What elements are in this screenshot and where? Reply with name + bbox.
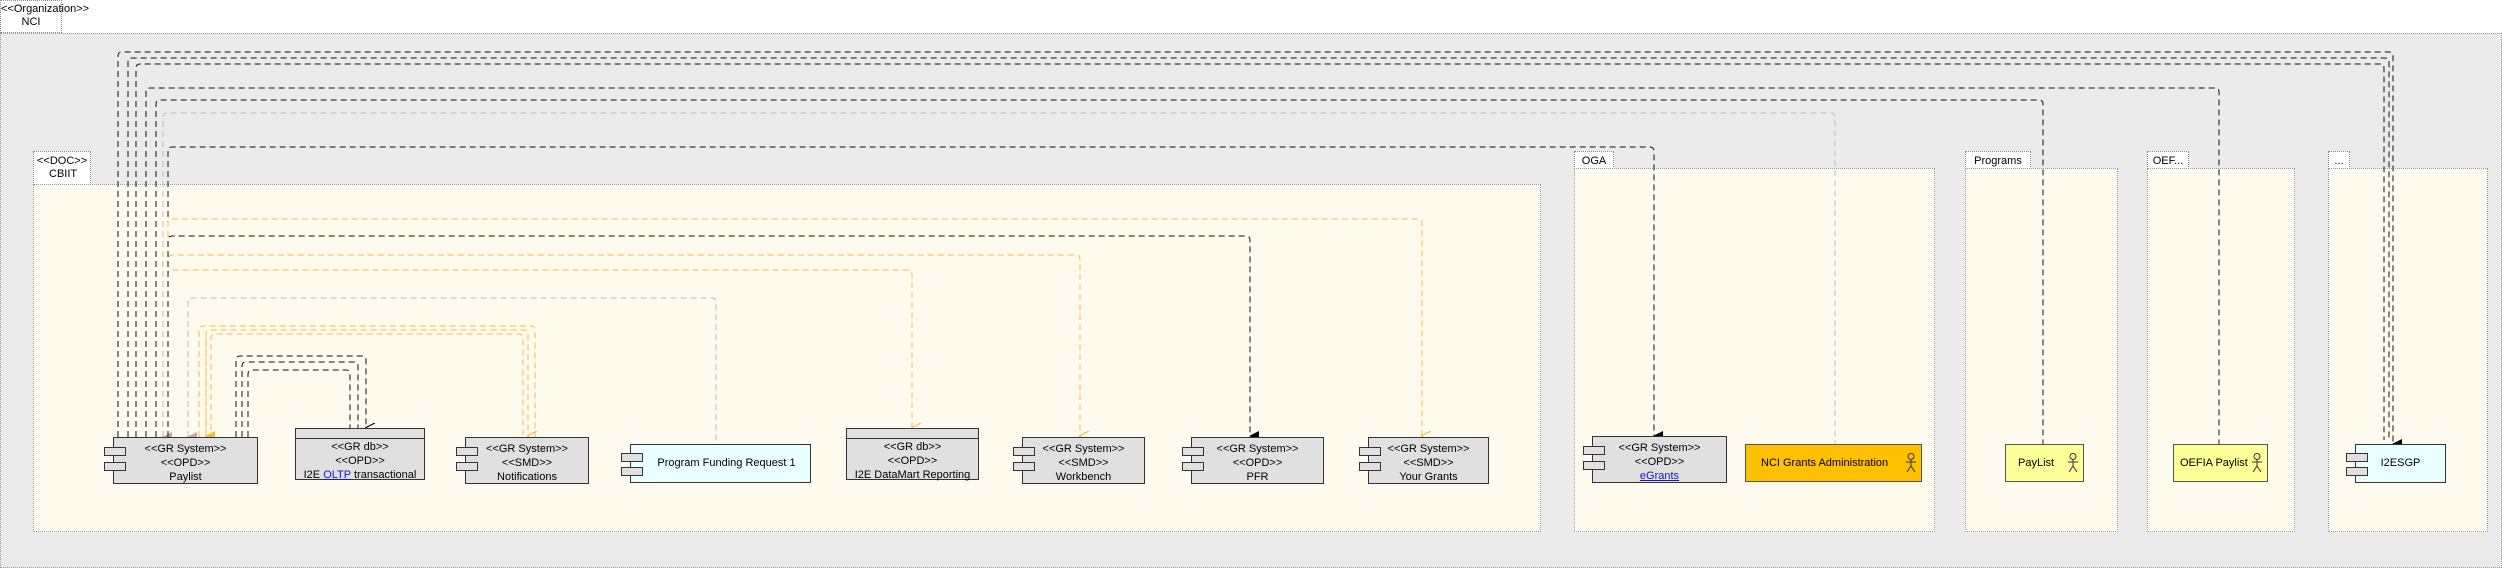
link-paylist-i2esgp-inner: [127, 57, 2390, 440]
link-paylist-workbench: [167, 254, 1080, 437]
i2e-db-stereotype: <<GR db>>: [331, 441, 389, 453]
component-icon: [621, 453, 643, 462]
component-icon: [104, 462, 126, 471]
i2e-datamart-table[interactable]: <<GR db>> <<OPD>> I2E DataMart Reporting: [846, 428, 979, 481]
notifications-name: Notifications: [497, 471, 557, 483]
actor-icon: [2252, 453, 2262, 473]
actor-icon: [1906, 453, 1916, 473]
egrants-component[interactable]: <<GR System>> <<OPD>> eGrants: [1583, 436, 1727, 483]
oefia-name: OEFIA Paylist: [2180, 457, 2248, 469]
datamart-stereotype: <<GR db>>: [883, 441, 942, 453]
notifications-component[interactable]: <<GR System>> <<SMD>> Notifications: [456, 437, 589, 484]
link-paylist-programs: [155, 99, 2044, 444]
pfr-stereotype: <<GR System>>: [1216, 443, 1299, 455]
workbench-component[interactable]: <<GR System>> <<SMD>> Workbench: [1013, 437, 1145, 484]
link-paylist-i2edb-1: [235, 355, 366, 437]
pfr-name: PFR: [1246, 471, 1269, 483]
component-icon: [456, 462, 478, 471]
oltp-link[interactable]: OLTP: [323, 469, 351, 481]
component-icon: [1013, 462, 1035, 471]
egrants-stereotype: <<GR System>>: [1618, 442, 1701, 454]
component-icon: [104, 447, 126, 456]
program-funding-request-1[interactable]: Program Funding Request 1: [621, 444, 811, 483]
paylist-stereotype-2: <<OPD>>: [160, 457, 211, 469]
i2e-db-table[interactable]: <<GR db>> <<OPD>> I2E OLTP transactional: [295, 428, 425, 482]
egrants-name[interactable]: eGrants: [1639, 470, 1680, 482]
link-paylist-oefia: [145, 87, 2220, 444]
paylist-name: Paylist: [169, 471, 202, 483]
yourgrants-name: Your Grants: [1399, 471, 1458, 483]
link-paylist-notif-3: [210, 333, 524, 440]
cbiit-name: CBIIT: [49, 168, 78, 180]
paylist-stereotype: <<GR System>>: [144, 443, 227, 455]
component-icon: [456, 447, 478, 456]
i2e-db-name: I2E OLTP transactional: [296, 468, 424, 482]
link-paylist-yourgrants: [167, 218, 1422, 437]
component-icon: [1182, 447, 1204, 456]
oef-name: OEF...: [2152, 155, 2184, 167]
datamart-header-bar: [847, 429, 978, 439]
i2esgp-component[interactable]: I2ESGP: [2346, 444, 2446, 483]
link-paylist-pfr-o: [167, 235, 1251, 437]
oga-name: OGA: [1581, 155, 1607, 167]
i2e-db-name-post: transactional: [350, 469, 417, 481]
egrants-stereotype-2: <<OPD>>: [1634, 456, 1685, 468]
component-icon: [1359, 447, 1381, 456]
workbench-stereotype: <<GR System>>: [1042, 443, 1125, 455]
nci-grants-administration-actor[interactable]: NCI Grants Administration: [1745, 444, 1922, 482]
link-paylist-i2esgp-outer: [117, 51, 2402, 449]
link-paylist-i2edb-2: [241, 361, 359, 437]
pfr-stereotype-2: <<OPD>>: [1232, 457, 1283, 469]
i2e-db-header-bar: [296, 429, 424, 439]
notifications-stereotype-2: <<SMD>>: [501, 457, 553, 469]
component-icon: [2346, 467, 2368, 476]
link-paylist-notif-2: [205, 329, 528, 437]
component-icon: [621, 467, 643, 476]
programs-tab: Programs: [1965, 151, 2031, 169]
nci-admin-name: NCI Grants Administration: [1761, 457, 1889, 469]
link-paylist-nciadmin: [162, 112, 1836, 444]
workbench-name: Workbench: [1055, 471, 1112, 483]
component-icon: [2346, 453, 2368, 462]
link-paylist-pfr: [167, 235, 1259, 441]
component-icon: [1359, 462, 1381, 471]
workbench-stereotype-2: <<SMD>>: [1058, 457, 1109, 469]
organization-name: NCI: [21, 16, 41, 28]
oefia-paylist-actor[interactable]: OEFIA Paylist: [2173, 444, 2268, 482]
ellipsis-name: ...: [2334, 155, 2344, 167]
link-paylist-datamart: [167, 269, 912, 437]
link-paylist-notif-1: [198, 325, 536, 440]
your-grants-component[interactable]: <<GR System>> <<SMD>> Your Grants: [1359, 437, 1489, 484]
notifications-stereotype: <<GR System>>: [486, 443, 568, 455]
link-paylist-egrants: [167, 146, 1663, 441]
pfr1-name: Program Funding Request 1: [657, 457, 796, 469]
link-paylist-i2edb-3: [247, 369, 351, 437]
component-icon: [1182, 462, 1204, 471]
paylist-component[interactable]: <<GR System>> <<OPD>> Paylist: [104, 437, 258, 484]
cbiit-stereotype: <<DOC>>: [37, 155, 88, 167]
link-paylist-pfr1: [187, 297, 717, 444]
yourgrants-stereotype-2: <<SMD>>: [1403, 457, 1454, 469]
paylist-actor[interactable]: PayList: [2005, 444, 2084, 482]
programs-name: Programs: [1974, 155, 2022, 167]
paylist-actor-name: PayList: [2018, 457, 2055, 469]
component-icon: [1583, 446, 1605, 455]
cbiit-tab: <<DOC>> CBIIT: [33, 151, 91, 185]
i2e-db-stereotype-2: <<OPD>>: [335, 455, 385, 467]
i2e-db-name-pre: I2E: [303, 469, 324, 481]
component-icon: [1583, 461, 1605, 470]
datamart-name: I2E DataMart Reporting: [854, 469, 971, 481]
actor-icon: [2068, 453, 2078, 473]
i2esgp-name: I2ESGP: [2380, 457, 2421, 469]
yourgrants-stereotype: <<GR System>>: [1387, 443, 1470, 455]
component-icon: [1013, 447, 1035, 456]
pfr-component[interactable]: <<GR System>> <<OPD>> PFR: [1182, 437, 1324, 484]
link-i2esgp-paylist-2: [135, 63, 2385, 440]
datamart-stereotype-2: <<OPD>>: [887, 455, 938, 467]
